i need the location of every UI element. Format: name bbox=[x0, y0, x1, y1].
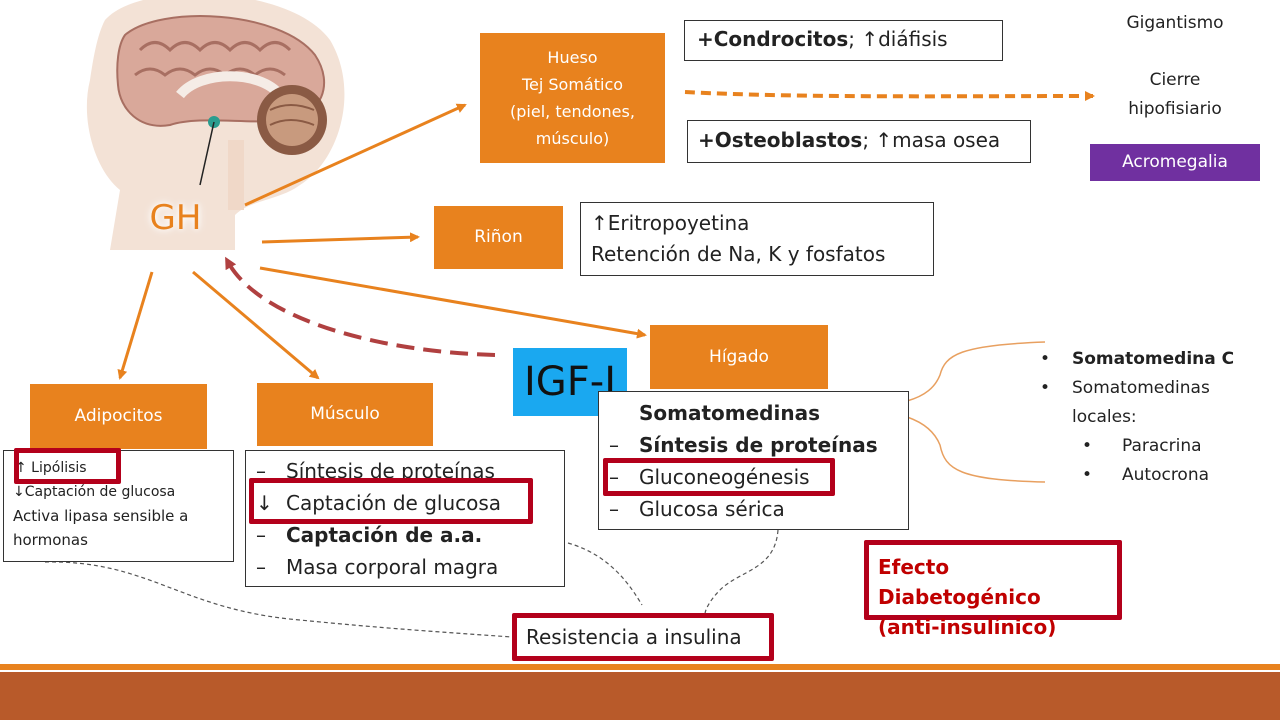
highlight-gluconeogenesis bbox=[603, 458, 835, 496]
hueso-line-3: (piel, tendones, bbox=[510, 102, 635, 121]
somatomedinas-detail: •Somatomedina C •Somatomedinas locales: … bbox=[1040, 345, 1270, 490]
adipocitos-box: Adipocitos bbox=[30, 384, 207, 449]
footer-band bbox=[0, 672, 1280, 720]
condrocitos-rest: ; ↑diáfisis bbox=[848, 27, 948, 51]
hueso-box: Hueso Tej Somático (piel, tendones, músc… bbox=[480, 33, 665, 163]
osteoblastos-rest: ; ↑masa osea bbox=[862, 128, 1001, 152]
cierre-line-1: Cierre bbox=[1149, 70, 1201, 90]
arrow-gh-musculo bbox=[192, 270, 320, 380]
higado-item-1: Somatomedinas bbox=[639, 401, 820, 425]
musculo-list-box: –Síntesis de proteínas ↓Captación de glu… bbox=[245, 450, 565, 587]
hueso-line-1: Hueso bbox=[547, 48, 598, 67]
diabetogenico-line-2: (anti-insulínico) bbox=[878, 615, 1057, 639]
soma-item-2: •Somatomedinas locales: bbox=[1040, 378, 1210, 427]
osteoblastos-bold: +Osteoblastos bbox=[698, 128, 863, 152]
higado-box: Hígado bbox=[650, 325, 828, 389]
rinon-effect-2: Retención de Na, K y fosfatos bbox=[591, 242, 886, 266]
gigantismo-label: Gigantismo bbox=[1126, 13, 1224, 33]
arrow-gh-hueso bbox=[244, 103, 467, 207]
musculo-item-3: –Captación de a.a. bbox=[256, 523, 483, 547]
higado-item-3: –Gluconeogénesis bbox=[609, 465, 810, 489]
connector-higado-resistencia bbox=[704, 529, 779, 615]
musculo-item-4: –Masa corporal magra bbox=[256, 555, 499, 579]
adipocitos-effect-1: ↑ Lipólisis bbox=[15, 460, 87, 476]
rinon-effects-box: ↑Eritropoyetina Retención de Na, K y fos… bbox=[580, 202, 934, 276]
rinon-box: Riñon bbox=[434, 206, 563, 269]
higado-item-4: –Glucosa sérica bbox=[609, 497, 785, 521]
brain-illustration bbox=[86, 0, 345, 250]
adipocitos-effect-2: ↓Captación de glucosa bbox=[13, 484, 176, 500]
soma-sub-1: •Paracrina bbox=[1082, 436, 1202, 456]
condrocitos-box: +Condrocitos; ↑diáfisis bbox=[684, 20, 1003, 61]
adipocitos-effect-3: Activa lipasa sensible a hormonas bbox=[13, 507, 189, 549]
diabetogenico-line-1: Efecto Diabetogénico bbox=[878, 555, 1041, 609]
arrow-gh-rinon bbox=[261, 232, 420, 244]
osteoblastos-box: +Osteoblastos; ↑masa osea bbox=[687, 120, 1031, 163]
diabetogenico-box: Efecto Diabetogénico (anti-insulínico) bbox=[864, 540, 1122, 639]
soma-item-1: •Somatomedina C bbox=[1040, 349, 1235, 369]
musculo-item-2: ↓Captación de glucosa bbox=[256, 491, 502, 515]
resistencia-box: Resistencia a insulina bbox=[512, 613, 774, 661]
musculo-box: Músculo bbox=[257, 383, 433, 446]
cierre-line-2: hipofisiario bbox=[1128, 99, 1222, 119]
connector-musculo-resistencia bbox=[567, 542, 643, 606]
gh-label: GH bbox=[149, 198, 202, 238]
highlight-lipolisis bbox=[14, 448, 121, 484]
hueso-line-4: músculo) bbox=[535, 129, 610, 148]
connector-adipocitos-resistencia bbox=[44, 561, 513, 638]
cierre-label: Cierre hipofisiario bbox=[1090, 66, 1260, 124]
arrow-igf-gh-feedback bbox=[225, 256, 496, 357]
arrow-to-gigantismo bbox=[684, 90, 1095, 102]
hueso-line-2: Tej Somático bbox=[521, 75, 624, 94]
arrow-gh-adipocitos bbox=[117, 271, 154, 380]
adipocitos-effects-box: ↑ Lipólisis ↓Captación de glucosa Activa… bbox=[3, 450, 234, 562]
footer-stripe bbox=[0, 664, 1280, 670]
higado-item-2: –Síntesis de proteínas bbox=[609, 433, 878, 457]
acromegalia-box: Acromegalia bbox=[1090, 144, 1260, 181]
arrow-gh-higado bbox=[259, 266, 647, 339]
soma-sub-2: •Autocrona bbox=[1082, 465, 1210, 485]
condrocitos-bold: +Condrocitos bbox=[697, 27, 849, 51]
rinon-effect-1: ↑Eritropoyetina bbox=[591, 211, 750, 235]
highlight-captacion-glucosa bbox=[249, 478, 533, 524]
